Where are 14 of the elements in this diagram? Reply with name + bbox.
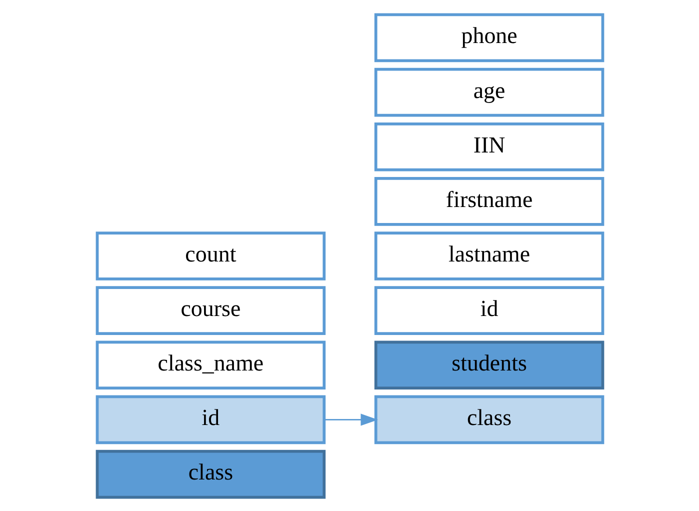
node-box: phone (374, 12, 604, 62)
node-box: IIN (374, 122, 604, 171)
node-box: count (95, 231, 326, 280)
node-box: class (95, 449, 326, 498)
node-box: class (374, 394, 604, 444)
node-box: id (374, 286, 604, 334)
node-box: course (95, 286, 326, 334)
node-box: age (374, 67, 604, 116)
arrow (324, 413, 378, 426)
node-box: id (95, 394, 326, 444)
node-box: students (374, 340, 604, 390)
node-box: firstname (374, 176, 604, 226)
node-box: lastname (374, 231, 604, 280)
node-box: class_name (95, 340, 326, 390)
